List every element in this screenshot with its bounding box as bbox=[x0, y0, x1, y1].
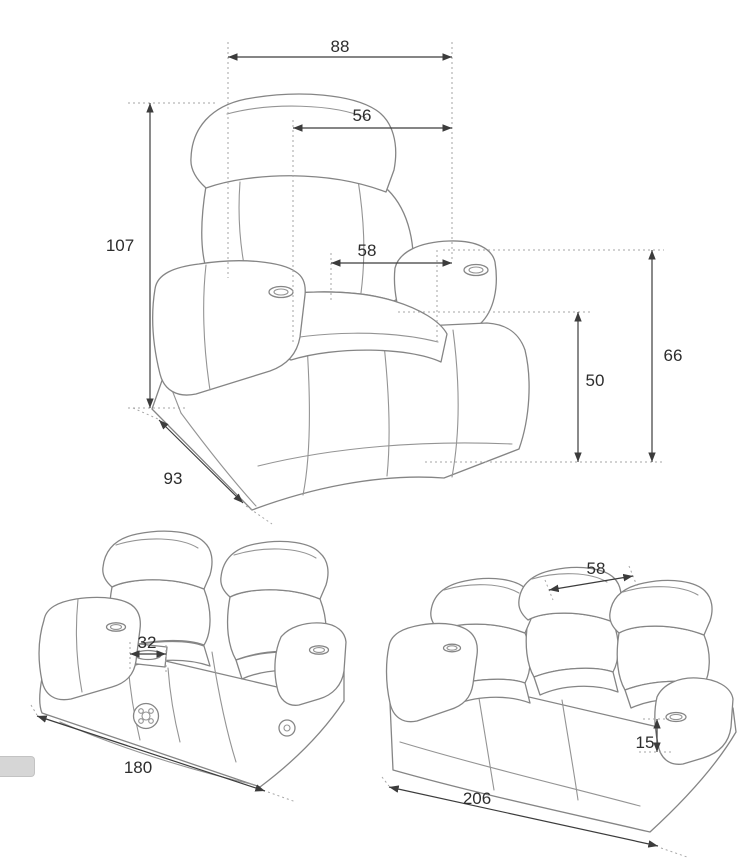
single-left-cupholder bbox=[268, 285, 294, 299]
dim-three-seat-arm-front-height: 15 bbox=[636, 718, 671, 753]
dim-label-two-seat-width: 180 bbox=[124, 758, 152, 777]
two-seat-right-armrest bbox=[274, 622, 347, 706]
two-seat-dimensions: 32 180 bbox=[30, 633, 297, 803]
single-recliner-drawing bbox=[151, 93, 530, 511]
dim-label-console-width: 32 bbox=[138, 633, 157, 652]
dim-single-arm-height: 66 bbox=[443, 249, 683, 462]
corner-ui-fragment bbox=[0, 756, 35, 777]
dim-label-arm-height: 66 bbox=[664, 346, 683, 365]
three-seat-headrest-2 bbox=[518, 566, 622, 623]
single-headrest bbox=[190, 93, 397, 193]
dim-label-seat-height: 50 bbox=[586, 371, 605, 390]
dim-single-overall-height: 107 bbox=[106, 102, 218, 409]
dim-single-depth: 93 bbox=[132, 407, 273, 525]
three-seat-headrest-3 bbox=[609, 579, 713, 636]
dim-label-depth: 93 bbox=[164, 469, 183, 488]
dim-label-overall-width: 88 bbox=[331, 37, 350, 56]
single-dimensions: 88 56 107 58 50 66 bbox=[106, 37, 683, 525]
dim-label-three-seat-seat-width: 58 bbox=[587, 559, 606, 578]
dim-label-seat-width: 58 bbox=[358, 241, 377, 260]
two-seat-recliner-drawing bbox=[38, 530, 347, 788]
dim-label-overall-height: 107 bbox=[106, 236, 134, 255]
dim-two-seat-console-width: 32 bbox=[129, 633, 167, 673]
single-left-armrest bbox=[152, 260, 306, 396]
dim-label-three-seat-width: 206 bbox=[463, 789, 491, 808]
dim-label-arm-front-height: 15 bbox=[636, 733, 655, 752]
three-seat-recliner-drawing bbox=[385, 566, 737, 833]
dim-label-back-width: 56 bbox=[353, 106, 372, 125]
dim-single-overall-width: 88 bbox=[227, 37, 453, 278]
two-seat-front-button bbox=[278, 719, 296, 737]
two-seat-headrest-left bbox=[102, 530, 213, 590]
two-seat-console-dial bbox=[132, 702, 160, 730]
dim-three-seat-overall-width: 206 bbox=[381, 776, 688, 858]
dim-single-seat-height: 50 bbox=[398, 311, 664, 463]
single-right-cupholder bbox=[463, 263, 489, 277]
dim-two-seat-overall-width: 180 bbox=[30, 704, 297, 803]
three-seat-right-cupholder bbox=[665, 711, 687, 723]
dim-three-seat-seat-width: 58 bbox=[544, 559, 638, 601]
three-seat-dimensions: 58 15 206 bbox=[381, 559, 688, 858]
two-seat-headrest-right bbox=[220, 540, 329, 600]
dim-single-seat-width: 58 bbox=[330, 241, 452, 345]
dim-single-back-width: 56 bbox=[292, 106, 452, 345]
